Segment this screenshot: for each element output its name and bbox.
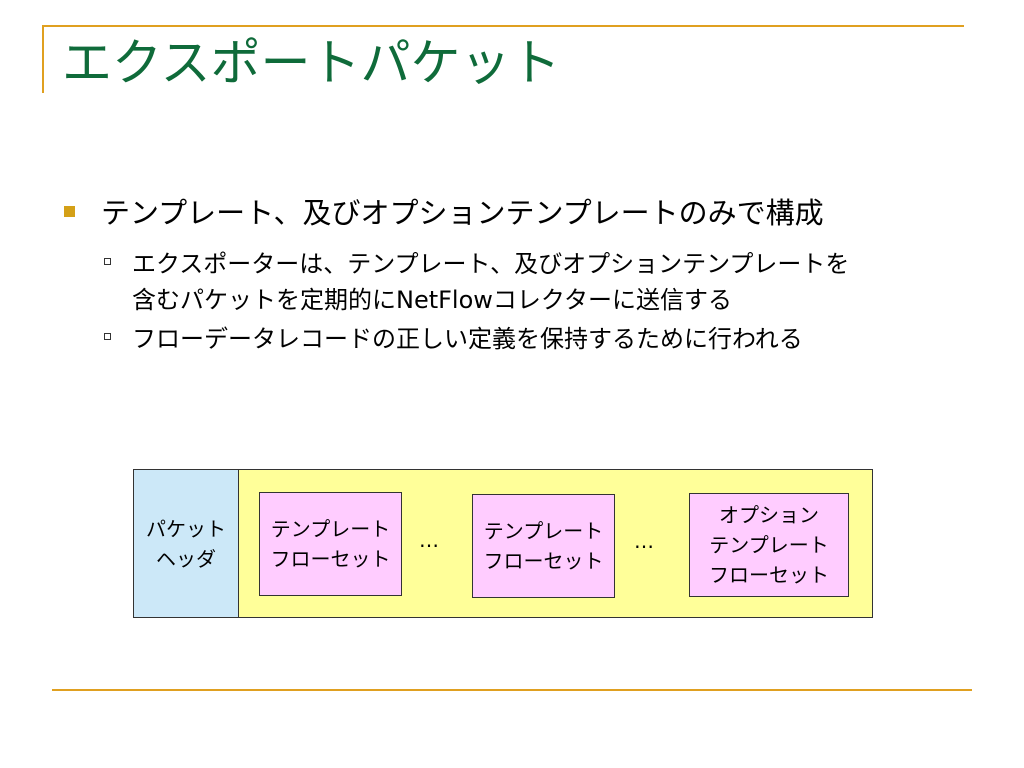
bullet-sub-1-text: エクスポーターは、テンプレート、及びオプションテンプレートを 含むパケットを定期… — [132, 250, 850, 314]
ellipsis-separator: … — [634, 529, 655, 553]
slide-title: エクスポートパケット — [62, 34, 561, 92]
ellipsis-separator: … — [419, 528, 440, 552]
top-accent-line — [42, 25, 964, 27]
template-flowset-box-1: テンプレート フローセット — [259, 492, 402, 596]
bullet-sub-2: フローデータレコードの正しい定義を保持するために行われる — [104, 321, 803, 357]
packet-header-label: パケット ヘッダ — [146, 516, 226, 571]
flowset-label: テンプレート フローセット — [483, 519, 604, 573]
bullet-main-text: テンプレート、及びオプションテンプレートのみで構成 — [101, 196, 824, 230]
packet-header-box: パケット ヘッダ — [133, 469, 239, 618]
options-template-flowset-box: オプション テンプレート フローセット — [689, 493, 849, 597]
bullet-main: テンプレート、及びオプションテンプレートのみで構成 — [64, 190, 824, 232]
template-flowset-box-2: テンプレート フローセット — [472, 494, 615, 598]
bullet-sub-2-text: フローデータレコードの正しい定義を保持するために行われる — [132, 325, 803, 353]
square-bullet-icon — [64, 205, 75, 217]
flowset-label: オプション テンプレート フローセット — [709, 503, 829, 587]
hollow-square-bullet-icon — [104, 258, 111, 265]
hollow-square-bullet-icon — [104, 333, 111, 340]
flowset-label: テンプレート フローセット — [270, 517, 391, 571]
bottom-accent-line — [52, 689, 972, 691]
left-accent-line — [42, 25, 44, 93]
bullet-sub-1: エクスポーターは、テンプレート、及びオプションテンプレートを 含むパケットを定期… — [104, 246, 849, 318]
